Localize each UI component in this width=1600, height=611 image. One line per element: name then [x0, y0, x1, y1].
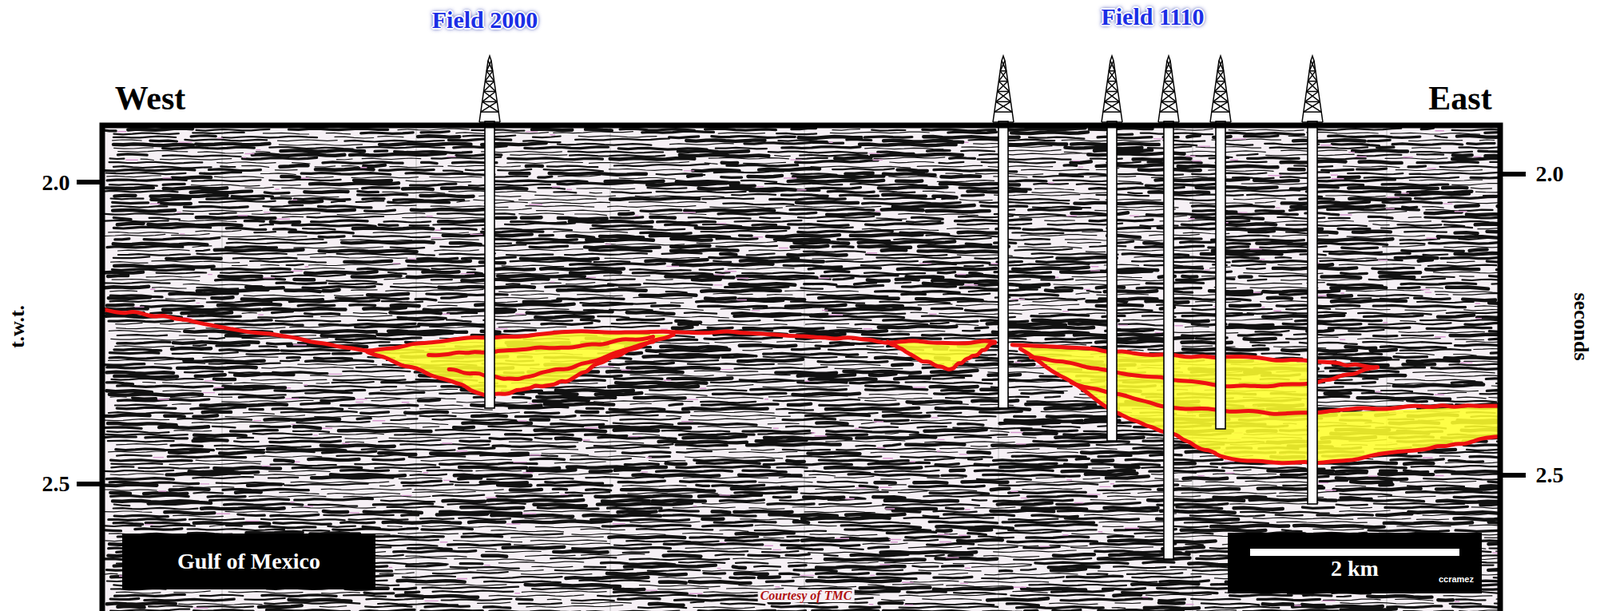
region-name: Gulf of Mexico	[177, 549, 321, 575]
reflector-streaks	[102, 127, 1501, 611]
horizon-interpretation	[102, 309, 1501, 465]
time-value: 2.0	[1536, 162, 1565, 186]
time-value: 2.5	[1536, 464, 1565, 487]
time-ticks	[76, 174, 1526, 485]
scale-length: 2 km	[1235, 556, 1474, 582]
reflector-streaks	[103, 128, 1501, 611]
derrick-symbol	[1158, 55, 1180, 123]
well-bore	[1163, 121, 1174, 560]
location-box: Gulf of Mexico	[122, 533, 376, 590]
wells	[479, 55, 1323, 560]
direction-label: West	[115, 81, 187, 116]
well-bore	[1215, 121, 1226, 429]
time-value: 2.5	[42, 472, 71, 496]
field-name: Field 1110	[1100, 4, 1204, 29]
horizon-line	[367, 334, 674, 397]
well-bore	[484, 121, 495, 409]
axis-title: t.w.t.	[7, 305, 28, 349]
reflector-streaks	[103, 127, 1501, 611]
color-speckle	[117, 131, 1501, 611]
horizon-line	[1071, 382, 1501, 414]
seismic-reflectors	[102, 125, 1501, 611]
horizon-line	[1020, 349, 1500, 464]
well-bore	[998, 121, 1009, 409]
scale-box: 2 kmccramez	[1227, 532, 1482, 594]
credit-note: Courtesy of TMC	[758, 589, 855, 603]
well-bore	[1107, 121, 1117, 441]
horizon-line	[1030, 357, 1378, 387]
derrick-symbol	[1210, 55, 1231, 123]
time-value: 2.0	[42, 171, 71, 195]
section-frame	[102, 125, 1501, 611]
horizon-line	[448, 341, 653, 380]
derrick-symbol	[992, 55, 1014, 123]
derrick-symbol	[479, 55, 501, 123]
field-name: Field 2000	[432, 7, 539, 32]
axis-title: seconds	[1570, 292, 1592, 361]
pay-zone	[1020, 346, 1500, 465]
reflector-streaks	[102, 128, 1501, 611]
author-tag: ccramez	[1235, 574, 1474, 584]
derrick-symbol	[1302, 55, 1323, 123]
horizon-line	[887, 341, 995, 370]
horizon-line	[102, 309, 995, 351]
derrick-symbol	[1101, 55, 1123, 123]
pay-zone	[887, 341, 995, 371]
direction-label: East	[1428, 81, 1492, 116]
scale-bar	[1250, 548, 1460, 556]
well-bore	[1307, 121, 1318, 505]
